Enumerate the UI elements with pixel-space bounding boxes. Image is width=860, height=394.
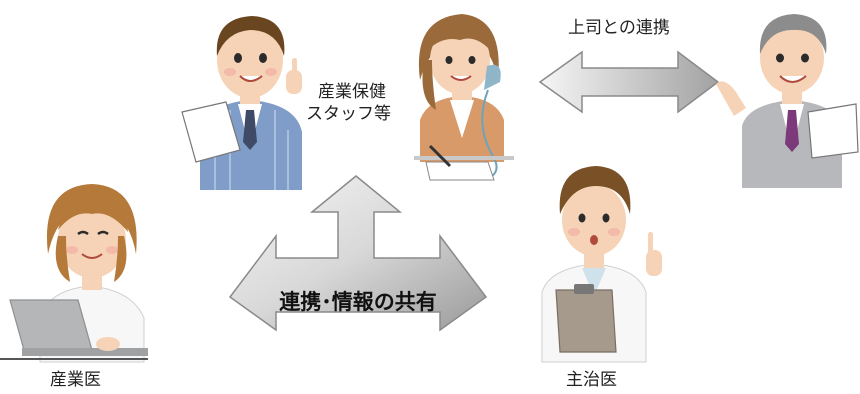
boss-icon bbox=[716, 14, 859, 188]
three-way-arrow-icon bbox=[228, 175, 488, 332]
occupational-physician-label: 産業医 bbox=[50, 370, 101, 390]
staff-label-line2: スタッフ等 bbox=[306, 104, 391, 124]
occupational-physician-icon bbox=[0, 184, 148, 363]
boss-link-label: 上司との連携 bbox=[568, 18, 670, 38]
double-arrow-icon bbox=[538, 50, 720, 114]
staff-label-line1: 産業保健 bbox=[318, 82, 386, 102]
attending-physician-label: 主治医 bbox=[566, 370, 617, 390]
receptionist-icon bbox=[414, 14, 514, 181]
attending-physician-icon bbox=[541, 166, 662, 363]
staff-person-icon bbox=[181, 16, 302, 190]
center-label: 連携･情報の共有 bbox=[279, 290, 437, 314]
